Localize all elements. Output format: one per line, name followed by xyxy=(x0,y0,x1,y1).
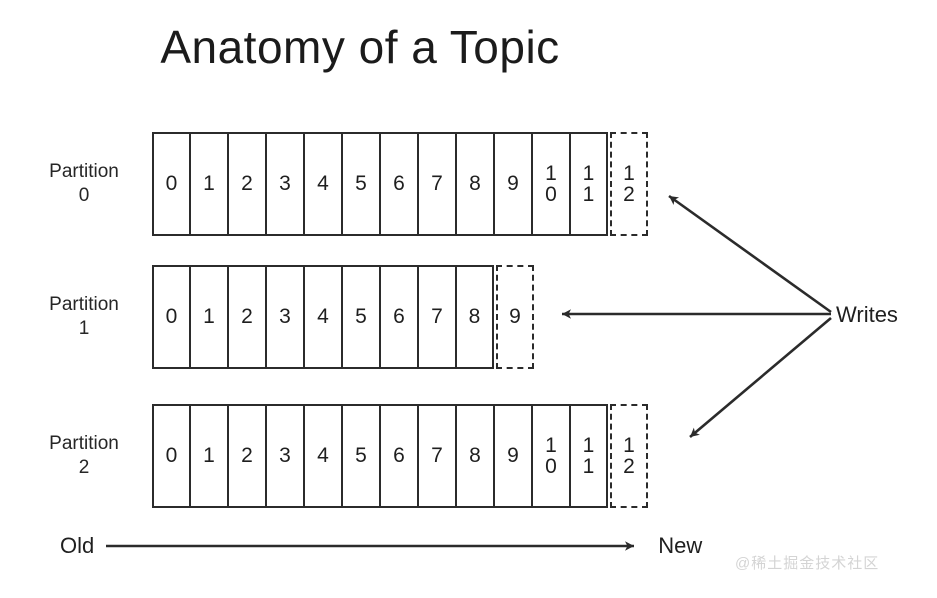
segment-cell: 9 xyxy=(494,404,532,508)
timeline-new-label: New xyxy=(658,533,703,558)
segment-cell: 2 xyxy=(228,265,266,369)
segment-cell: 4 xyxy=(304,132,342,236)
segment-cell: 5 xyxy=(342,265,380,369)
segment-cell: 4 xyxy=(304,265,342,369)
segment-cell: 9 xyxy=(494,132,532,236)
segment-cell: 3 xyxy=(266,265,304,369)
page-title: Anatomy of a Topic xyxy=(160,21,560,73)
pending-segment-cell: 9 xyxy=(496,265,534,369)
partition-row-1: Partition 1 0 1 2 3 4 5 6 7 8 9 xyxy=(20,265,534,369)
timeline: Old New xyxy=(60,533,702,559)
writes-arrow-partition-0 xyxy=(668,194,832,314)
segment-cell: 8 xyxy=(456,265,494,369)
segment-cell: 7 xyxy=(418,404,456,508)
segment-cell: 3 xyxy=(266,404,304,508)
timeline-old-label: Old xyxy=(60,533,95,558)
segment-cell: 0 xyxy=(152,404,190,508)
partition-label-1-text: Partition xyxy=(49,293,119,315)
segment-cell: 2 xyxy=(228,132,266,236)
segment-cell: 0 xyxy=(152,132,190,236)
partition-label-2-number: 2 xyxy=(78,457,90,478)
partition-label-1: Partition 1 xyxy=(20,293,148,342)
partition-label-0-number: 0 xyxy=(78,185,90,206)
segment-cell: 6 xyxy=(380,132,418,236)
segment-cell: 7 xyxy=(418,132,456,236)
segment-cell: 8 xyxy=(456,132,494,236)
segment-cell: 3 xyxy=(266,132,304,236)
partition-label-0: Partition 0 xyxy=(20,160,148,209)
segment-cell: 1 xyxy=(190,265,228,369)
segment-cell: 0 xyxy=(152,265,190,369)
segment-cell: 2 xyxy=(228,404,266,508)
segment-cell: 6 xyxy=(380,404,418,508)
partition-label-2-text: Partition xyxy=(49,432,119,454)
watermark: @稀土掘金技术社区 xyxy=(735,555,880,572)
segment-cell: 5 xyxy=(342,132,380,236)
timeline-arrow-svg xyxy=(106,541,635,551)
writes-arrow-partition-2 xyxy=(689,317,832,438)
timeline-arrow xyxy=(106,535,646,557)
segment-cell: 1 xyxy=(190,132,228,236)
segment-cell: 5 xyxy=(342,404,380,508)
segment-cell: 8 xyxy=(456,404,494,508)
segment-cell: 1 xyxy=(190,404,228,508)
partition-label-0-text: Partition xyxy=(49,160,119,182)
partition-label-1-number: 1 xyxy=(78,318,90,339)
segment-cell: 6 xyxy=(380,265,418,369)
segment-cell: 4 xyxy=(304,404,342,508)
segment-cell: 7 xyxy=(418,265,456,369)
writes-label: Writes xyxy=(836,302,898,327)
partition-1-cells: 0 1 2 3 4 5 6 7 8 9 xyxy=(152,265,534,369)
partition-label-2: Partition 2 xyxy=(20,432,148,481)
